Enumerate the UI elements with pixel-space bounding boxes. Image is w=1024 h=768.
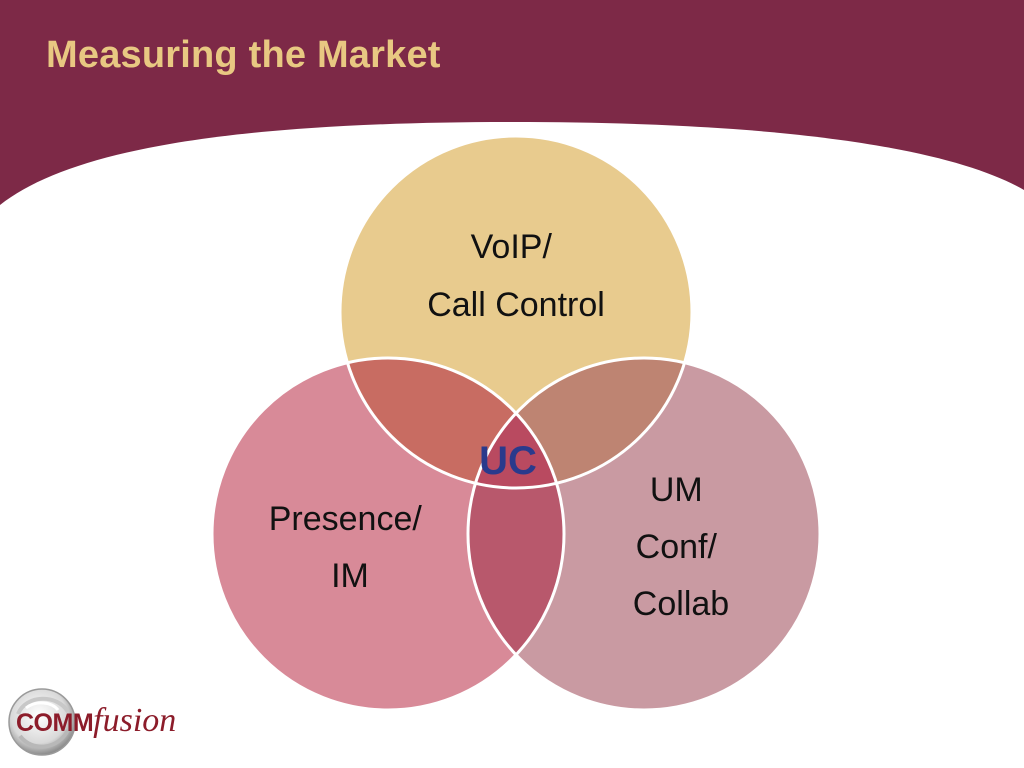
- commfusion-logo: COMMfusion: [6, 684, 206, 760]
- overlap-voip-presence: [340, 358, 564, 488]
- logo-wordmark: COMMfusion: [16, 702, 176, 740]
- overlap-voip-um: [468, 358, 692, 488]
- um-label: UM Conf/ Collab: [633, 471, 729, 623]
- logo-comm-text: COMM: [16, 709, 94, 737]
- circle-voip-outline: [338, 134, 694, 490]
- swirl-logo-icon: [8, 688, 76, 756]
- presence-label: Presence/ IM: [269, 500, 432, 595]
- logo-fusion-text: fusion: [93, 702, 177, 739]
- slide-title: Measuring the Market: [46, 34, 441, 76]
- circle-um-outline: [466, 356, 822, 712]
- voip-label: VoIP/ Call Control: [427, 228, 605, 324]
- center-label-uc: UC: [479, 439, 537, 483]
- circle-presence-outline: [210, 356, 566, 712]
